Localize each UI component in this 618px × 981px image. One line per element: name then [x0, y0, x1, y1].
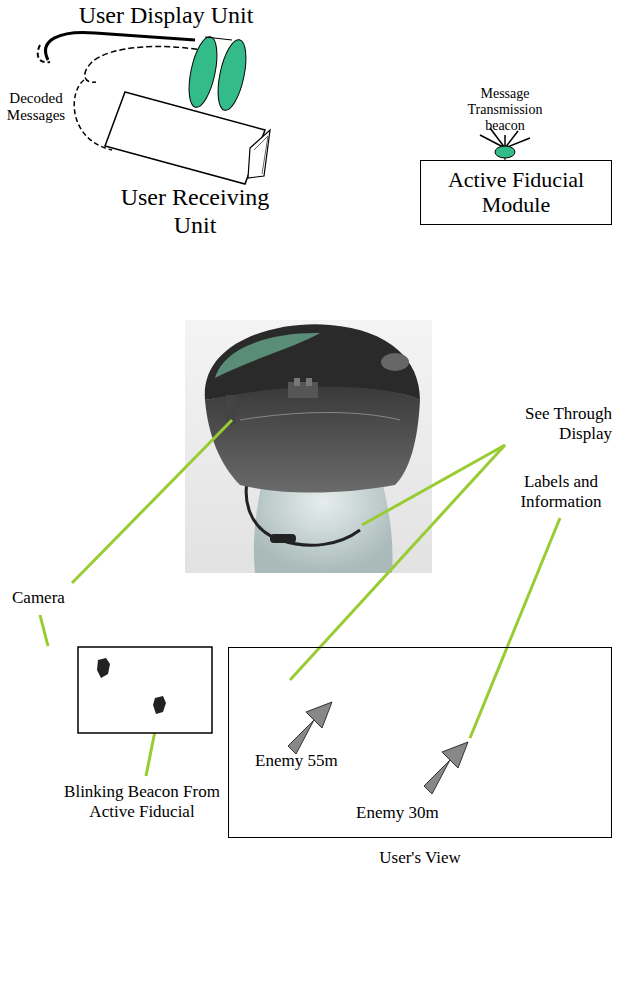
user-view-box: Enemy 55mEnemy 30mUser's View — [228, 647, 612, 838]
module-box: Active Fiducial Module — [420, 160, 612, 225]
leader-lines — [40, 420, 560, 776]
part-name: Blinking Beacon From Active Fiducial — [60, 782, 224, 821]
part-name: Message Transmission beacon — [455, 86, 555, 134]
receiver-outline — [98, 88, 292, 188]
helmet-photo — [185, 320, 432, 573]
receiver-unit: User Receiving Unit — [98, 88, 292, 248]
node-text: Active Fiducial Module — [425, 167, 607, 218]
target-arrows — [288, 702, 468, 794]
node-text: Enemy 30m — [356, 803, 439, 823]
part-name: User Display Unit — [66, 2, 266, 30]
dashed-link — [74, 80, 112, 150]
node-text: Enemy 55m — [255, 751, 338, 771]
part-name: Camera — [12, 588, 82, 608]
part-name: Labels and Information — [510, 472, 612, 511]
camera-view — [78, 647, 212, 733]
node-text: User Receiving Unit — [108, 184, 282, 239]
view-caption: User's View — [229, 848, 611, 868]
part-name: See Through Display — [512, 404, 612, 443]
part-name: Decoded Messages — [4, 90, 68, 125]
